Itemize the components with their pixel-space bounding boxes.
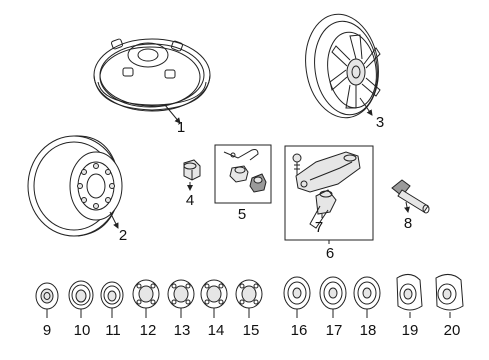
callout-4: 4	[186, 192, 194, 209]
callout-12: 12	[140, 322, 157, 339]
wheel-alloy-part-3[interactable]	[299, 9, 385, 122]
valve-stem-part-8[interactable]	[391, 179, 430, 214]
callout-18: 18	[360, 322, 377, 339]
callout-20: 20	[444, 322, 461, 339]
sensor-screw	[292, 153, 302, 175]
callout-13: 13	[174, 322, 191, 339]
callout-16: 16	[291, 322, 308, 339]
callout-5: 5	[238, 206, 246, 223]
callout-6: 6	[326, 245, 334, 262]
tpms-sensor-kit-part-6[interactable]	[284, 145, 374, 244]
center-cap-part-9[interactable]	[35, 282, 59, 318]
wheel-steel-part-1[interactable]	[93, 38, 211, 124]
center-cap-part-17[interactable]	[319, 276, 347, 318]
sensor-valve-stem	[309, 189, 337, 229]
callout-11: 11	[105, 322, 121, 339]
callout-2: 2	[119, 227, 127, 244]
callout-14: 14	[208, 322, 225, 339]
center-cap-part-12[interactable]	[132, 279, 160, 318]
callout-3: 3	[376, 114, 384, 131]
callout-7: 7	[315, 219, 323, 236]
center-cap-part-18[interactable]	[353, 276, 381, 318]
callout-19: 19	[402, 322, 419, 339]
center-cap-part-11[interactable]	[100, 281, 124, 318]
lug-nut-part-4[interactable]	[183, 159, 201, 191]
center-cap-part-20[interactable]	[435, 274, 464, 318]
sensor-body	[295, 151, 361, 193]
callout-15: 15	[243, 322, 260, 339]
callout-9: 9	[43, 322, 51, 339]
callout-17: 17	[326, 322, 343, 339]
center-cap-part-15[interactable]	[235, 279, 263, 318]
lock-kit-part-5[interactable]	[214, 144, 272, 204]
center-cap-part-16[interactable]	[283, 276, 311, 318]
center-cap-part-14[interactable]	[200, 279, 228, 318]
center-cap-part-19[interactable]	[396, 274, 423, 318]
callout-1: 1	[177, 119, 185, 136]
center-cap-part-10[interactable]	[68, 280, 94, 318]
wheel-dually-part-2[interactable]	[27, 135, 123, 237]
center-cap-part-13[interactable]	[167, 279, 195, 318]
callout-10: 10	[74, 322, 91, 339]
callout-8: 8	[404, 215, 412, 232]
